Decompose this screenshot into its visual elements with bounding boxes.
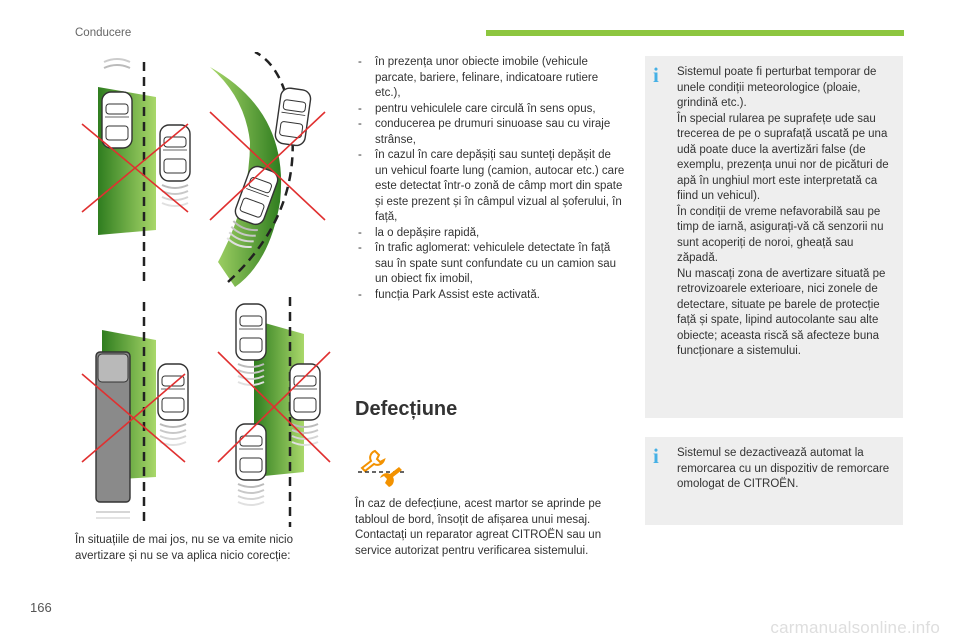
paragraph: Sistemul poate fi perturbat temporar de … bbox=[677, 66, 877, 109]
info-icon: i bbox=[653, 444, 659, 468]
info-box-towing: i Sistemul se dezactivează automat la re… bbox=[645, 437, 903, 525]
paragraph: În special rularea pe suprafețe ude sau … bbox=[677, 112, 889, 203]
info-box-weather: i Sistemul poate fi perturbat temporar d… bbox=[645, 56, 903, 418]
scenario-long-vehicle bbox=[81, 302, 189, 527]
paragraph: Contactați un reparator agreat CITROËN s… bbox=[355, 529, 602, 557]
illustration-caption: În situațiile de mai jos, nu se va emite… bbox=[75, 534, 293, 562]
chapter-accent-bar bbox=[486, 30, 904, 36]
paragraph: În caz de defecțiune, acest martor se ap… bbox=[355, 498, 602, 526]
exception-list: -în prezența unor obiecte imobile (vehic… bbox=[355, 55, 625, 303]
blind-spot-illustration bbox=[81, 52, 331, 527]
list-item: -în prezența unor obiecte imobile (vehic… bbox=[358, 56, 599, 99]
list-item: -pentru vehiculele care circulă în sens … bbox=[358, 102, 596, 115]
scenario-dense-traffic bbox=[217, 297, 331, 527]
list-item: -în trafic aglomerat: vehiculele detecta… bbox=[358, 242, 617, 285]
list-item: -conducerea pe drumuri sinuoase sau cu v… bbox=[358, 118, 611, 146]
scenario-parked-objects bbox=[81, 58, 191, 282]
list-item: -funcția Park Assist este activată. bbox=[358, 288, 540, 301]
list-item: -la o depășire rapidă, bbox=[358, 226, 480, 239]
page-number: 166 bbox=[30, 600, 52, 615]
watermark: carmanualsonline.info bbox=[770, 618, 940, 637]
info-icon: i bbox=[653, 63, 659, 87]
wrench-warning-icon bbox=[358, 449, 406, 487]
section-body: În caz de defecțiune, acest martor se ap… bbox=[355, 497, 620, 559]
list-item: -în cazul în care depășiți sau sunteți d… bbox=[358, 149, 625, 223]
paragraph: Nu mascați zona de avertizare situată pe… bbox=[677, 267, 886, 358]
section-title: Defecțiune bbox=[355, 398, 458, 420]
scenario-curved-road bbox=[209, 52, 326, 287]
chapter-title: Conducere bbox=[75, 27, 132, 39]
paragraph: Sistemul se dezactivează automat la remo… bbox=[677, 447, 890, 490]
paragraph: În condiții de vreme nefavorabilă sau pe… bbox=[677, 205, 884, 265]
